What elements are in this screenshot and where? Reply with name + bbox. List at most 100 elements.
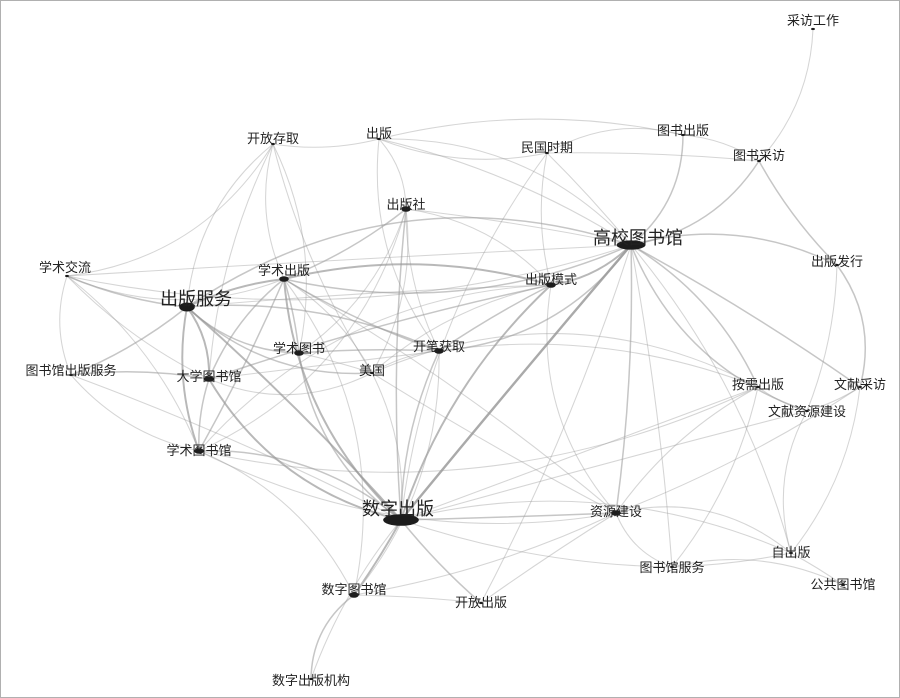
node-kaifang_cunqu bbox=[271, 142, 275, 146]
label-kaibi_huoqu: 开笔获取 bbox=[413, 339, 465, 355]
edge-gaoxiao-chuban_moshi bbox=[550, 244, 632, 286]
edge-xueshu_chuban-chuban_moshi bbox=[283, 263, 552, 286]
edge-ziyuan_jianshe-zichuban bbox=[615, 506, 792, 554]
node-daxue_tsg bbox=[204, 376, 214, 382]
label-layer: 采访工作出版开放存取民国时期图书出版图书采访出版社高校图书馆学术交流学术出版出版… bbox=[25, 14, 886, 689]
label-chubanshe: 出版社 bbox=[386, 197, 425, 213]
edge-kaibi_huoqu-chuban_moshi bbox=[438, 284, 552, 352]
edge-ziyuan_jianshe-tsg_fuwu bbox=[615, 512, 673, 568]
edge-kaifang_chuban-gaoxiao bbox=[480, 244, 632, 604]
label-chuban_moshi: 出版模式 bbox=[525, 273, 577, 288]
edge-shuzi_chuban-shuzi_chuban_jigou bbox=[310, 519, 402, 680]
edge-meiguo-ziyuan_jianshe bbox=[371, 372, 617, 514]
node-meiguo bbox=[370, 371, 374, 375]
edge-xueshu_tsg-anxu_chuban bbox=[198, 386, 759, 473]
edge-kaifang_cunqu-meiguo bbox=[272, 143, 373, 374]
label-chuban_fuwu: 出版服务 bbox=[160, 289, 232, 310]
edge-xueshu_chuban-xueshu_tushu bbox=[283, 278, 300, 354]
edge-chuban_moshi-chubanshe bbox=[405, 208, 552, 286]
edge-chuban-tushu_chuban bbox=[378, 118, 684, 140]
edge-xueshu_chuban-ziyuan_jianshe bbox=[283, 278, 617, 514]
edge-shuzi_chuban-gaoxiao bbox=[400, 244, 632, 521]
edge-gaoxiao-chuban_faxing bbox=[630, 233, 838, 266]
edge-chuban_moshi-meiguo bbox=[371, 284, 552, 374]
node-kaibi_huoqu bbox=[434, 348, 444, 354]
edge-shuzi_chuban-daxue_tsg bbox=[208, 378, 402, 521]
edge-kaifang_cunqu-daxue_tsg bbox=[208, 143, 274, 380]
edge-xueshu_tushu-chubanshe bbox=[298, 208, 407, 354]
edge-xueshu_jiaoliu-xueshu_tsg bbox=[66, 275, 200, 452]
edge-anxu_chuban-wenxian_ziyuan bbox=[757, 386, 808, 412]
edge-daxue_tsg-xueshu_tsg bbox=[198, 378, 210, 452]
label-anxu_chuban: 按需出版 bbox=[732, 378, 784, 393]
edge-shuzi_chuban-chuban_moshi bbox=[400, 284, 552, 521]
label-shuzi_chuban: 数字出版 bbox=[362, 499, 434, 520]
edge-meiguo-anxu_chuban bbox=[371, 333, 759, 388]
label-tsg_fuwu: 图书馆服务 bbox=[639, 560, 704, 576]
edge-xueshu_chuban-chubanshe bbox=[283, 208, 407, 280]
node-anxu_chuban bbox=[756, 385, 760, 389]
edge-kaibi_huoqu-chubanshe bbox=[405, 208, 440, 352]
edge-xueshu_chuban-kaifang_cunqu bbox=[265, 143, 285, 280]
edge-xueshu_chuban-meiguo bbox=[283, 278, 373, 374]
label-gonggong_tsg: 公共图书馆 bbox=[810, 578, 875, 593]
edge-chuban-chubanshe bbox=[378, 138, 407, 210]
edge-zichuban-wenxian_ziyuan bbox=[782, 410, 808, 554]
edge-gaoxiao-tsg_fuwu bbox=[630, 244, 673, 568]
node-wenxian_ziyuan bbox=[805, 409, 809, 413]
node-tsg_fuwu bbox=[670, 565, 674, 569]
edge-gaoxiao-wenxian_caifang bbox=[630, 244, 861, 388]
label-wenxian_caifang: 文献采访 bbox=[834, 378, 886, 393]
edge-chuban_fuwu-xueshu_jiaoliu bbox=[66, 275, 188, 308]
edge-xueshu_chuban-xueshu_jiaoliu bbox=[66, 275, 285, 301]
label-chuban_faxing: 出版发行 bbox=[811, 254, 863, 270]
edge-chuban_fuwu-chuban_moshi bbox=[186, 284, 552, 308]
edge-kaifang_cunqu-xueshu_tushu bbox=[272, 143, 307, 354]
node-tushu_chuban bbox=[681, 133, 685, 137]
edge-xueshu_chuban-kaibi_huoqu bbox=[283, 278, 440, 352]
edge-tsg_fuwu-zichuban bbox=[671, 552, 792, 568]
edge-minguo-tushu_chuban bbox=[546, 127, 684, 154]
edge-xueshu_jiaoliu-tsg_chuban_fuwu bbox=[59, 275, 72, 376]
edge-kaibi_huoqu-anxu_chuban bbox=[438, 343, 759, 388]
edge-shuzi_chuban-tsg_fuwu bbox=[400, 519, 673, 568]
edge-xueshu_chuban-xueshu_tsg bbox=[198, 278, 285, 452]
label-chuban: 出版 bbox=[366, 127, 392, 142]
edge-shuzi_chuban-kaifang_chuban bbox=[400, 519, 482, 604]
edge-tsg_fuwu-gonggong_tsg bbox=[671, 558, 844, 586]
edge-shuzi_chuban-ziyuan_jianshe bbox=[400, 512, 617, 521]
edge-chuban_fuwu-xueshu_tsg bbox=[181, 306, 200, 452]
edge-daxue_tsg-chuban_moshi bbox=[208, 284, 552, 380]
edge-shuzi_chuban-chuban_fuwu bbox=[186, 306, 402, 521]
edge-chubanshe-xueshu_tsg bbox=[198, 208, 407, 452]
edge-chuban_fuwu-meiguo bbox=[186, 306, 373, 375]
edge-tushu_caifang-caifang_gongzuo bbox=[758, 28, 814, 162]
edge-chuban_fuwu-xueshu_chuban bbox=[186, 278, 285, 308]
edge-kaifang_cunqu-chuban bbox=[272, 138, 380, 148]
edge-gaoxiao-chubanshe bbox=[405, 208, 632, 246]
edge-shuzi_chuban-anxu_chuban bbox=[400, 386, 759, 521]
edge-shuzi_tsg-kaifang_chuban bbox=[353, 594, 482, 604]
edge-gaoxiao-chuban_fuwu bbox=[186, 216, 632, 308]
label-gaoxiao: 高校图书馆 bbox=[593, 228, 683, 249]
edge-shuzi_chuban-meiguo bbox=[371, 372, 403, 521]
edge-chuban_fuwu-daxue_tsg bbox=[186, 306, 210, 380]
edge-gaoxiao-kaibi_huoqu bbox=[438, 244, 632, 352]
edge-gaoxiao-anxu_chuban bbox=[630, 244, 759, 388]
edge-shuzi_chuban-shuzi_tsg bbox=[353, 519, 402, 596]
label-tushu_caifang: 图书采访 bbox=[733, 149, 785, 164]
edge-anxu_chuban-ziyuan_jianshe bbox=[615, 386, 759, 514]
edge-tushu_caifang-chuban_faxing bbox=[758, 160, 838, 266]
node-shuzi_tsg bbox=[349, 592, 359, 598]
label-xueshu_chuban: 学术出版 bbox=[258, 263, 310, 279]
edge-gaoxiao-tushu_chuban bbox=[630, 134, 684, 246]
edge-zichuban-gonggong_tsg bbox=[790, 552, 844, 586]
edge-tushu_caifang-tushu_chuban bbox=[682, 134, 760, 162]
label-daxue_tsg: 大学图书馆 bbox=[176, 369, 241, 385]
node-xueshu_tsg bbox=[194, 448, 204, 454]
label-meiguo: 美国 bbox=[359, 364, 385, 379]
edge-daxue_tsg-tsg_chuban_fuwu bbox=[70, 371, 210, 380]
edge-chuban_moshi-xueshu_tsg bbox=[198, 284, 552, 452]
node-wenxian_caifang bbox=[858, 385, 862, 389]
node-gonggong_tsg bbox=[841, 583, 845, 587]
